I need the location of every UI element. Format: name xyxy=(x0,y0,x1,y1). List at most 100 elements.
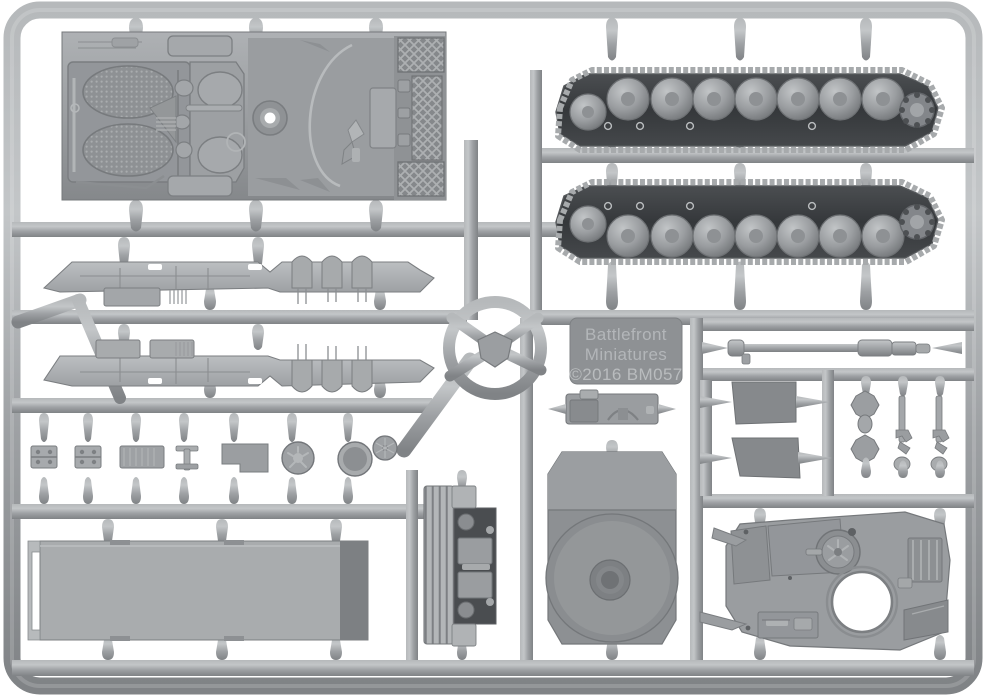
part-upper-hull-front xyxy=(699,511,951,651)
runner-bar-bottom xyxy=(12,660,974,676)
fender-mudguard-flaps xyxy=(291,255,373,304)
hull-front-fender-tip-2 xyxy=(711,527,748,547)
fender-louvres xyxy=(169,290,187,304)
rear-mesh-screen-top xyxy=(397,37,445,73)
attachment-nubs xyxy=(39,18,946,660)
detail-part-wheel-hub xyxy=(281,441,315,475)
part-machinegun-sprig-2 xyxy=(930,376,950,478)
fender-cutouts xyxy=(148,378,262,384)
floor-plate-tabs xyxy=(110,540,244,641)
deck-facet xyxy=(300,40,330,52)
floor-plate-body xyxy=(39,540,369,641)
armour-plate-gates xyxy=(700,396,832,464)
attachment-nub-group-bottom xyxy=(102,440,946,660)
detail-part-hinge-2 xyxy=(74,445,102,469)
road-wheels-upper xyxy=(569,77,935,131)
runner-bar xyxy=(12,398,432,413)
fender-mudguard-flaps xyxy=(291,344,373,393)
drive-sprocket xyxy=(899,92,935,128)
fender-body xyxy=(43,355,435,387)
runner-bar xyxy=(530,70,542,310)
floor-plate-lip xyxy=(27,540,41,641)
detail-part-grille-block xyxy=(119,445,165,469)
sprue-frame xyxy=(3,1,983,695)
runner-bar xyxy=(690,318,974,331)
part-hull-floor-plate xyxy=(27,540,369,641)
runner-bar xyxy=(520,318,533,660)
fender-bracket xyxy=(103,287,161,307)
road-wheels-lower xyxy=(569,204,935,258)
runner-bar xyxy=(12,310,467,324)
barrel-gate-right xyxy=(932,342,962,354)
ring-fitting xyxy=(226,132,246,152)
fender-ribs xyxy=(80,358,250,384)
hull-front-stowage xyxy=(757,611,819,639)
turret-roof-facet xyxy=(548,452,676,510)
deck-top-tools xyxy=(78,37,142,49)
hatch-part-2 xyxy=(850,434,880,464)
barrel-lug xyxy=(741,353,751,365)
hull-side-facet xyxy=(730,525,771,585)
barrel-collar xyxy=(857,339,893,357)
rear-mesh-screen-bottom xyxy=(397,161,445,197)
mg-receiver xyxy=(932,429,950,443)
part-track-run-upper xyxy=(555,67,945,153)
fuel-cap-large xyxy=(197,71,243,109)
engine-grille-lower xyxy=(82,123,174,177)
rear-plate-detail xyxy=(457,513,494,619)
louvre-panel xyxy=(423,485,455,645)
fender-louvres xyxy=(175,342,193,356)
detail-part-post xyxy=(175,445,199,471)
armour-plate-upper xyxy=(731,381,797,425)
detail-part-small-hub xyxy=(372,435,398,461)
deck-bottom-tool xyxy=(75,175,165,190)
barrel-breech xyxy=(727,339,745,357)
turret-ring-opening xyxy=(830,570,894,634)
mantlet-block-face xyxy=(569,399,599,423)
frame-highlight xyxy=(10,8,976,688)
sprig-nub xyxy=(898,376,908,397)
deck-facet-2 xyxy=(255,178,300,190)
deck-facet-3 xyxy=(300,178,330,192)
barrel-muzzle-brake xyxy=(891,341,917,356)
turret-cupola-dome xyxy=(601,571,619,589)
part-rear-plate-assembly xyxy=(423,485,497,647)
attachment-nub-group-details xyxy=(39,413,353,504)
part-detail-row xyxy=(30,435,398,477)
rear-hatch xyxy=(369,87,397,149)
mg-grip xyxy=(897,441,911,455)
runner-bar xyxy=(690,318,703,660)
runner-bars-vertical xyxy=(406,70,834,660)
deck-handle xyxy=(185,104,243,112)
part-fender-left xyxy=(42,255,435,307)
fuel-cap-large-2 xyxy=(197,136,243,174)
floor-plate-end-face xyxy=(340,541,368,640)
return-roller-marks xyxy=(603,201,817,211)
detail-part-hinge-1 xyxy=(30,445,58,469)
sprig-nub xyxy=(898,460,908,478)
fender-cutouts xyxy=(148,264,262,270)
runner-bar xyxy=(12,504,432,519)
rear-fittings xyxy=(397,79,411,147)
mg-receiver xyxy=(895,429,913,443)
fender-body xyxy=(42,261,435,293)
fender-ribs xyxy=(80,266,250,290)
mantlet-pin xyxy=(646,406,654,414)
rear-mesh-screen-mid xyxy=(411,75,443,161)
part-track-run-lower xyxy=(555,179,945,265)
tow-cable xyxy=(308,43,353,188)
mg-grip xyxy=(934,441,948,455)
barrel-tip xyxy=(915,343,931,354)
small-cap-3 xyxy=(175,141,193,159)
sprig-nub xyxy=(935,460,945,478)
part-armour-plates xyxy=(700,381,832,479)
sprig-nub xyxy=(861,457,871,478)
part-turret-shell xyxy=(545,451,679,645)
emboss-plate-face xyxy=(569,317,683,385)
runner-bar xyxy=(690,494,974,508)
deck-fitting xyxy=(70,103,80,113)
track-links xyxy=(555,179,945,265)
stowage-box-top xyxy=(167,35,233,57)
hull-front-fender-tip xyxy=(699,611,748,631)
